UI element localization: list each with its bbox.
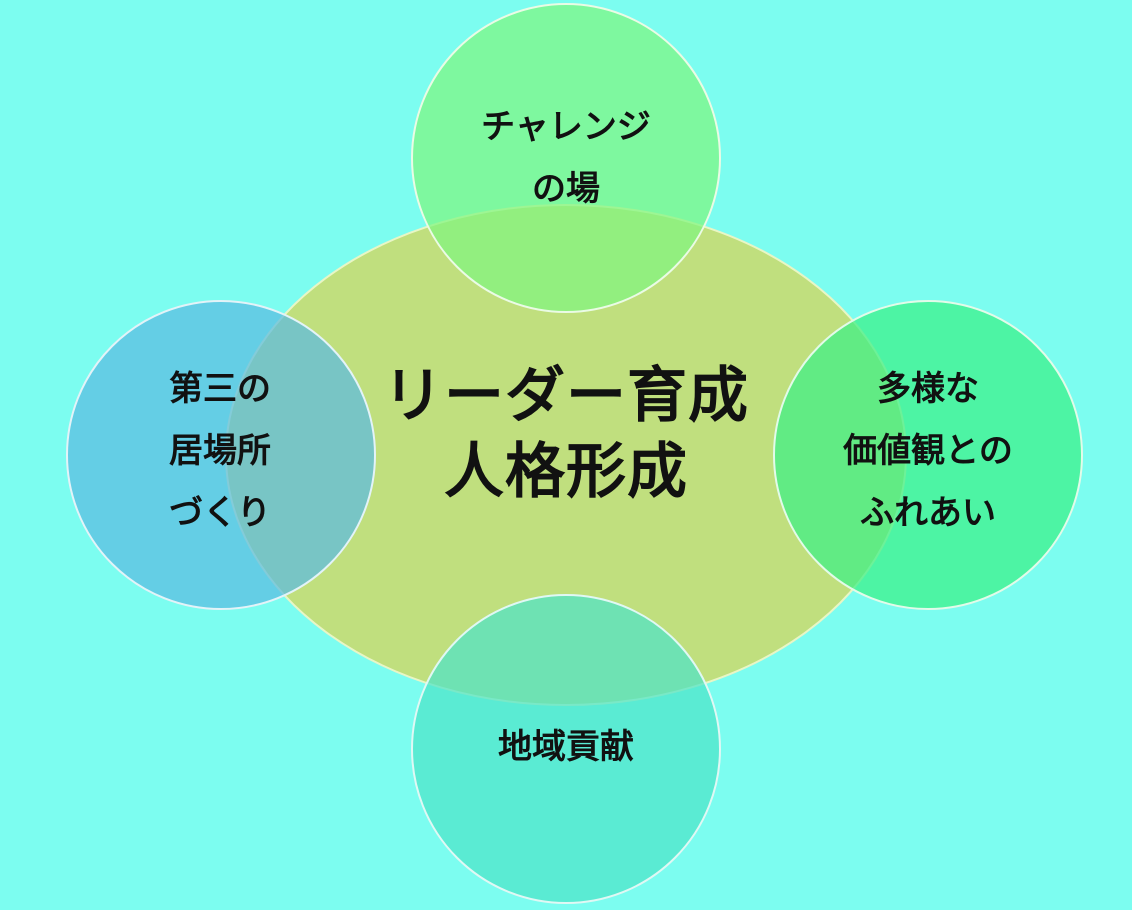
left-circle xyxy=(66,300,376,610)
right-label-line-3: ふれあい xyxy=(860,493,996,533)
left-label-line-1: 第三の xyxy=(169,369,271,409)
bottom-circle xyxy=(411,594,721,904)
right-label-line-1: 多様な xyxy=(877,369,979,409)
bottom-label-line-1: 地域貢献 xyxy=(498,727,634,767)
center-label: リーダー育成 人格形成 xyxy=(366,358,766,510)
top-label-line-2: の場 xyxy=(532,169,600,209)
top-label-line-1: チャレンジ xyxy=(481,107,651,147)
right-label: 多様な 価値観との ふれあい xyxy=(778,358,1078,544)
right-label-line-2: 価値観との xyxy=(843,431,1013,471)
center-label-line-2: 人格形成 xyxy=(444,437,688,507)
left-label-line-3: づくり xyxy=(169,493,271,533)
left-label-line-2: 居場所 xyxy=(169,431,271,471)
bottom-label: 地域貢献 xyxy=(416,716,716,778)
top-label: チャレンジ の場 xyxy=(416,96,716,220)
left-label: 第三の 居場所 づくり xyxy=(120,358,320,544)
top-circle xyxy=(411,3,721,313)
right-circle xyxy=(773,300,1083,610)
center-label-line-1: リーダー育成 xyxy=(383,361,749,431)
